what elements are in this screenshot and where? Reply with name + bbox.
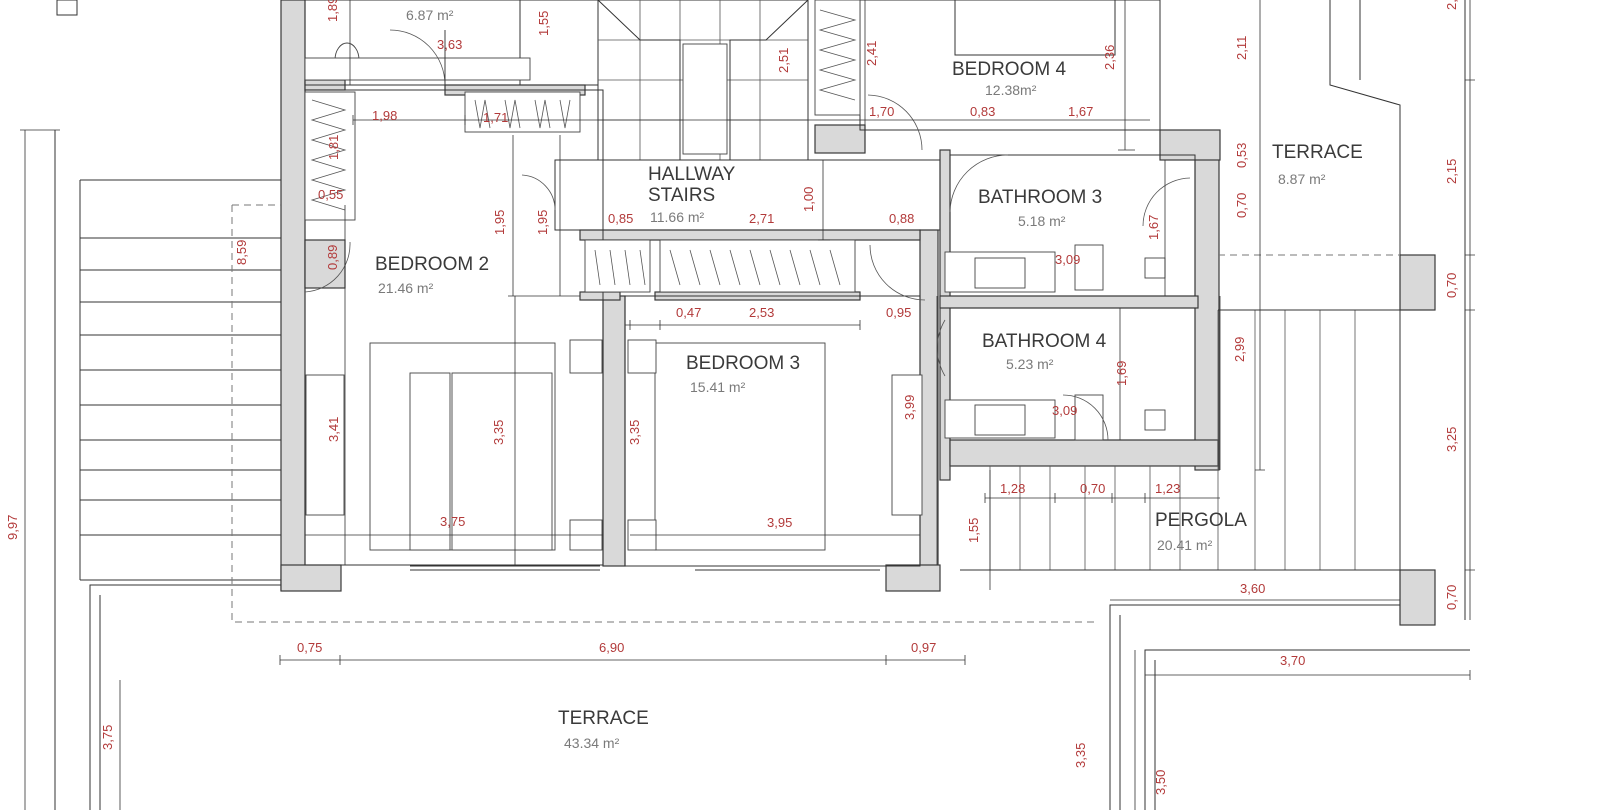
dimension-label: 0,83 [970,104,995,119]
dimension-label: 1,89 [325,0,340,22]
dimension-label: 0,85 [608,211,633,226]
room-area-bedroom-3: 15.41 m² [690,379,746,395]
room-name-pergola: PERGOLA [1155,510,1247,531]
dimension-label: 2,4 [1444,0,1459,10]
dimension-label: 0,70 [1234,193,1249,218]
dimension-label: 1,55 [966,518,981,543]
dimension-label: 0,95 [886,305,911,320]
room-area-bedroom-4: 12.38m² [985,82,1037,98]
dimension-label: 2,11 [1234,36,1249,60]
room-name-hallway: HALLWAY [648,164,736,185]
dimension-label: 3,09 [1052,403,1077,418]
room-area-pergola: 20.41 m² [1157,537,1213,553]
dimension-label: 3,50 [1153,770,1168,795]
room-area-terrace-lower: 43.34 m² [564,735,620,751]
dimension-label: 3,70 [1280,653,1305,668]
dimension-label: 2,53 [749,305,774,320]
room-name-terrace-upper: TERRACE [1272,142,1363,163]
dimension-label: 2,36 [1102,45,1117,70]
room-area-bath-top: 6.87 m² [406,7,454,23]
room-name-bedroom-2: BEDROOM 2 [375,254,489,275]
dimension-labels: 1,89 3,63 1,55 2,51 2,41 2,36 2,11 2,15 … [5,0,1459,795]
room-area-terrace-upper: 8.87 m² [1278,171,1326,187]
dimension-label: 3,99 [902,395,917,420]
dimension-label: 1,69 [1114,361,1129,386]
dimension-label: 2,51 [776,48,791,73]
dimension-label: 1,95 [492,210,507,235]
doors [304,29,1191,441]
dimension-label: 0,47 [676,305,701,320]
room-area-bathroom-3: 5.18 m² [1018,213,1066,229]
dimension-label: 1,28 [1000,481,1025,496]
dimension-label: 1,67 [1146,215,1161,240]
dimension-label: 0,97 [911,640,936,655]
dimension-label: 1,00 [801,187,816,212]
dimension-label: 0,70 [1080,481,1105,496]
dimension-label: 2,71 [749,211,774,226]
dimension-label: 3,75 [440,514,465,529]
dimension-label: 1,81 [326,135,341,160]
dimension-label: 6,90 [599,640,624,655]
dimension-label: 3,41 [326,417,341,442]
room-labels: 6.87 m² BEDROOM 4 12.38m² TERRACE 8.87 m… [375,7,1363,751]
dimension-label: 1,71 [483,110,508,125]
dimension-label: 1,67 [1068,104,1093,119]
dimension-label: 0,89 [325,245,340,270]
dimension-label: 8,59 [234,240,249,265]
dimension-label: 3,09 [1055,252,1080,267]
dimension-label: 3,63 [437,37,462,52]
dimension-label: 0,70 [1444,273,1459,298]
dimension-label: 0,55 [318,187,343,202]
furniture [304,0,1166,571]
room-name-bathroom-3: BATHROOM 3 [978,187,1102,208]
dimension-label: 2,15 [1444,159,1459,184]
dimension-label: 1,95 [535,210,550,235]
dimension-label: 1,98 [372,108,397,123]
room-area-hallway: 11.66 m² [650,209,705,225]
dimension-label: 0,70 [1444,585,1459,610]
outlines [54,0,1470,810]
room-name-bathroom-4: BATHROOM 4 [982,331,1107,352]
dimension-label: 0,53 [1234,143,1249,168]
dimension-label: 0,75 [297,640,322,655]
dimension-label: 1,70 [869,104,894,119]
dimension-label: 9,97 [5,515,20,540]
room-area-bedroom-2: 21.46 m² [378,280,434,296]
dimension-label: 2,41 [864,41,879,66]
corner-marker [56,0,78,16]
dimension-label: 3,25 [1444,427,1459,452]
dimension-label: 3,95 [767,515,792,530]
room-name-terrace-lower: TERRACE [558,708,649,729]
dimension-label: 1,55 [536,11,551,36]
dimension-label: 2,99 [1232,337,1247,362]
dimension-label: 0,88 [889,211,914,226]
dimension-label: 3,35 [1073,743,1088,768]
room-name-bedroom-3: BEDROOM 3 [686,353,800,374]
dimension-lines [20,0,1475,810]
room-name-hallway-stairs: STAIRS [648,185,715,206]
dimension-label: 3,35 [491,420,506,445]
dashed-outline [231,204,1400,623]
room-name-bedroom-4: BEDROOM 4 [952,59,1066,80]
dimension-label: 3,60 [1240,581,1265,596]
dimension-label: 3,75 [100,725,115,750]
dimension-label: 1,23 [1155,481,1180,496]
room-area-bathroom-4: 5.23 m² [1006,356,1054,372]
dimension-label: 3,35 [627,420,642,445]
